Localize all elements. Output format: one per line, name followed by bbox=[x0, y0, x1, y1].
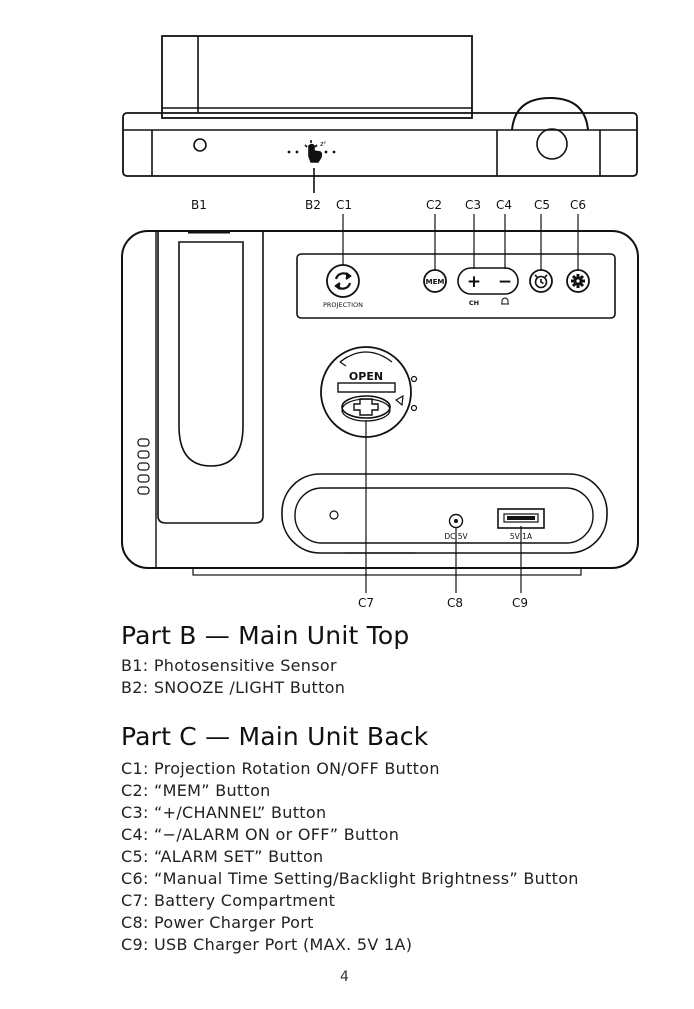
plus-minus-rocker bbox=[457, 267, 519, 295]
part-c-item: C2: “MEM” Button bbox=[121, 781, 271, 800]
callout-c8: C8 bbox=[447, 596, 463, 610]
control-panel bbox=[296, 253, 616, 319]
usb-port[interactable] bbox=[497, 508, 545, 529]
alarm-set-button[interactable] bbox=[529, 269, 553, 293]
touch-hand-icon: zᶻ bbox=[304, 140, 327, 163]
alarm-clock-icon bbox=[534, 274, 548, 289]
part-c-item: C1: Projection Rotation ON/OFF Button bbox=[121, 759, 440, 778]
back-view: PROJECTION MEM + − CH bbox=[121, 214, 639, 593]
time-setting-button[interactable] bbox=[566, 269, 590, 293]
gear-icon bbox=[571, 274, 585, 288]
minus-button[interactable]: − bbox=[498, 272, 512, 292]
mem-button[interactable]: MEM bbox=[423, 269, 447, 293]
part-c-item: C4: “−/ALARM ON or OFF” Button bbox=[121, 825, 400, 844]
page-number: 4 bbox=[340, 969, 349, 985]
part-c-item: C9: USB Charger Port (MAX. 5V 1A) bbox=[121, 935, 413, 954]
callout-c3: C3 bbox=[465, 198, 481, 212]
callout-c6: C6 bbox=[570, 198, 586, 212]
projection-label: PROJECTION bbox=[323, 301, 363, 309]
callout-c5: C5 bbox=[534, 198, 550, 212]
ch-label: CH bbox=[469, 299, 479, 307]
part-c-item: C6: “Manual Time Setting/Backlight Brigh… bbox=[121, 869, 579, 888]
part-c-item: C7: Battery Compartment bbox=[121, 891, 336, 910]
knob bbox=[536, 128, 568, 160]
svg-text:zᶻ: zᶻ bbox=[320, 140, 327, 148]
callout-c1: C1 bbox=[336, 198, 352, 212]
part-b-heading: Part B — Main Unit Top bbox=[121, 621, 410, 650]
callout-b2: B2 bbox=[305, 198, 321, 212]
device-diagram: zᶻ B1 B2 C1 C2 C3 C4 C5 C6 bbox=[121, 35, 639, 610]
rotate-icon bbox=[334, 272, 352, 290]
part-c-heading: Part C — Main Unit Back bbox=[121, 722, 429, 751]
callout-c4: C4 bbox=[496, 198, 512, 212]
callout-b1: B1 bbox=[191, 198, 207, 212]
top-view: zᶻ bbox=[122, 35, 638, 193]
photosensitive-sensor bbox=[193, 138, 207, 152]
dc-5v-port[interactable] bbox=[448, 513, 464, 529]
battery-compartment: OPEN bbox=[320, 346, 418, 438]
bell-icon bbox=[501, 297, 509, 305]
part-b-item: B1: Photosensitive Sensor bbox=[121, 656, 337, 675]
mem-label: MEM bbox=[426, 278, 445, 286]
part-b-item: B2: SNOOZE /LIGHT Button bbox=[121, 678, 346, 697]
part-c-item: C3: “+/CHANNEL” Button bbox=[121, 803, 327, 822]
callout-c2: C2 bbox=[426, 198, 442, 212]
plus-button[interactable]: + bbox=[467, 272, 481, 292]
open-label: OPEN bbox=[349, 370, 383, 383]
callout-c9: C9 bbox=[512, 596, 528, 610]
part-c-item: C8: Power Charger Port bbox=[121, 913, 314, 932]
part-c-item: C5: “ALARM SET” Button bbox=[121, 847, 324, 866]
projection-rotation-button[interactable] bbox=[326, 264, 360, 298]
callout-c7: C7 bbox=[358, 596, 374, 610]
